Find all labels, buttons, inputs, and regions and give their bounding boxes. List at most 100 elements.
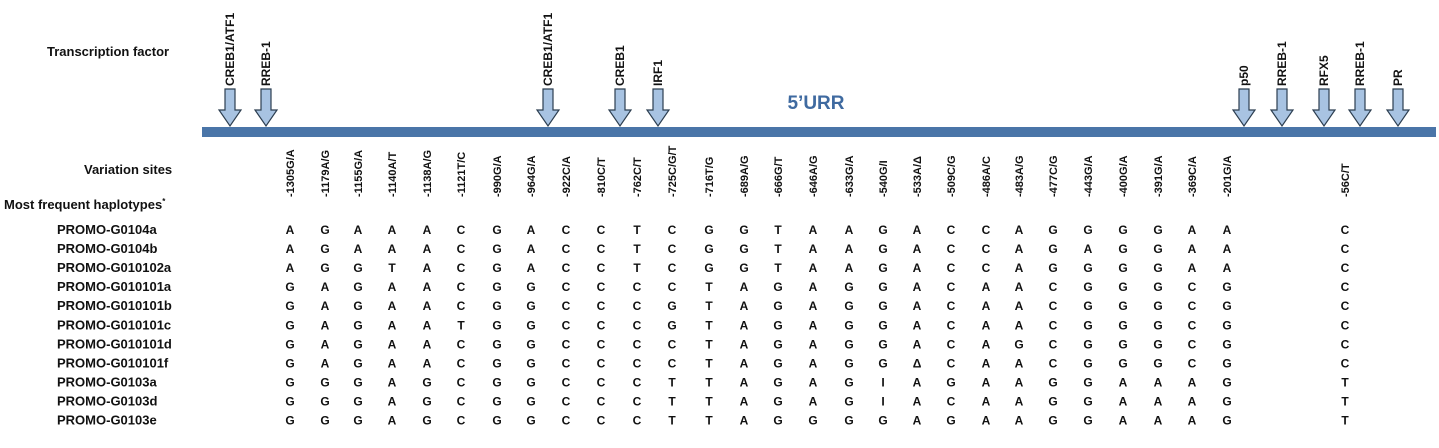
allele-cell: A (388, 414, 397, 428)
allele-cell: G (1083, 337, 1092, 351)
down-arrow-icon (1269, 88, 1295, 128)
down-arrow-icon (535, 88, 561, 128)
allele-cell: G (1048, 242, 1057, 256)
allele-cell: C (947, 299, 956, 313)
allele-cell: C (668, 223, 677, 237)
allele-cell: C (668, 261, 677, 275)
allele-cell: C (668, 242, 677, 256)
allele-cell: C (562, 394, 571, 408)
allele-cell: C (562, 261, 571, 275)
haplotype-name: PROMO-G010101c (57, 317, 171, 332)
variation-site-label: -509C/G (946, 155, 958, 197)
allele-cell: A (1015, 318, 1024, 332)
allele-cell: C (1341, 242, 1350, 256)
allele-cell: A (913, 394, 922, 408)
allele-cell: G (1153, 356, 1162, 370)
allele-cell: C (1049, 280, 1058, 294)
allele-cell: A (388, 375, 397, 389)
allele-cell: G (1118, 299, 1127, 313)
allele-cell: G (1083, 375, 1092, 389)
allele-cell: A (913, 375, 922, 389)
allele-cell: C (1341, 318, 1350, 332)
allele-cell: A (1188, 375, 1197, 389)
allele-cell: A (527, 261, 536, 275)
haplotype-name: PROMO-G010101a (57, 279, 172, 294)
allele-cell: A (1119, 394, 1128, 408)
allele-cell: G (353, 280, 362, 294)
allele-cell: A (809, 280, 818, 294)
allele-cell: G (844, 337, 853, 351)
tf-marker: RREB-1 (253, 41, 279, 128)
allele-cell: G (878, 337, 887, 351)
variation-site-label: -666G/T (773, 156, 785, 197)
allele-cell: G (422, 375, 431, 389)
allele-cell: G (492, 318, 501, 332)
allele-cell: A (982, 318, 991, 332)
allele-cell: A (982, 356, 991, 370)
allele-cell: A (809, 242, 818, 256)
allele-cell: G (1118, 242, 1127, 256)
allele-cell: T (668, 414, 676, 428)
allele-cell: T (388, 261, 396, 275)
allele-cell: C (1188, 280, 1197, 294)
allele-cell: A (286, 242, 295, 256)
allele-cell: G (285, 414, 294, 428)
allele-cell: A (740, 318, 749, 332)
allele-cell: A (809, 337, 818, 351)
allele-cell: G (1048, 223, 1057, 237)
allele-cell: C (457, 375, 466, 389)
allele-cell: A (845, 261, 854, 275)
allele-cell: G (353, 261, 362, 275)
allele-cell: T (1341, 414, 1349, 428)
tf-label: p50 (1237, 65, 1251, 86)
allele-cell: C (597, 337, 606, 351)
allele-cell: A (527, 242, 536, 256)
allele-cell: G (353, 375, 362, 389)
allele-cell: A (423, 223, 432, 237)
allele-cell: T (705, 394, 713, 408)
allele-cell: G (878, 242, 887, 256)
allele-cell: C (947, 280, 956, 294)
allele-cell: A (740, 280, 749, 294)
allele-cell: G (1048, 394, 1057, 408)
allele-cell: A (1015, 223, 1024, 237)
transcription-factor-label: Transcription factor (47, 44, 169, 59)
variation-site-label: -716T/G (704, 157, 716, 197)
allele-cell: C (597, 356, 606, 370)
allele-cell: A (286, 223, 295, 237)
allele-cell: C (668, 356, 677, 370)
variation-site-label: -990G/A (492, 155, 504, 197)
variation-site-label: -922C/A (561, 156, 573, 197)
allele-cell: C (457, 223, 466, 237)
allele-cell: G (667, 318, 676, 332)
allele-cell: G (773, 414, 782, 428)
allele-cell: A (913, 261, 922, 275)
allele-cell: A (1015, 414, 1024, 428)
allele-cell: G (1118, 318, 1127, 332)
allele-cell: C (562, 299, 571, 313)
allele-cell: A (982, 280, 991, 294)
allele-cell: G (739, 223, 748, 237)
allele-cell: G (1083, 394, 1092, 408)
allele-cell: G (844, 299, 853, 313)
allele-cell: G (320, 375, 329, 389)
allele-cell: C (457, 242, 466, 256)
allele-cell: C (947, 261, 956, 275)
tf-label: CREB1 (613, 45, 627, 86)
allele-cell: A (740, 299, 749, 313)
variation-site-label: -369C/A (1187, 156, 1199, 197)
allele-cell: G (844, 375, 853, 389)
allele-cell: C (633, 356, 642, 370)
allele-cell: A (423, 261, 432, 275)
allele-cell: A (1188, 261, 1197, 275)
tf-label: RREB-1 (1353, 41, 1367, 86)
haplotype-name: PROMO-G0104b (57, 241, 157, 256)
allele-cell: G (1222, 337, 1231, 351)
allele-cell: G (285, 299, 294, 313)
allele-cell: A (321, 318, 330, 332)
